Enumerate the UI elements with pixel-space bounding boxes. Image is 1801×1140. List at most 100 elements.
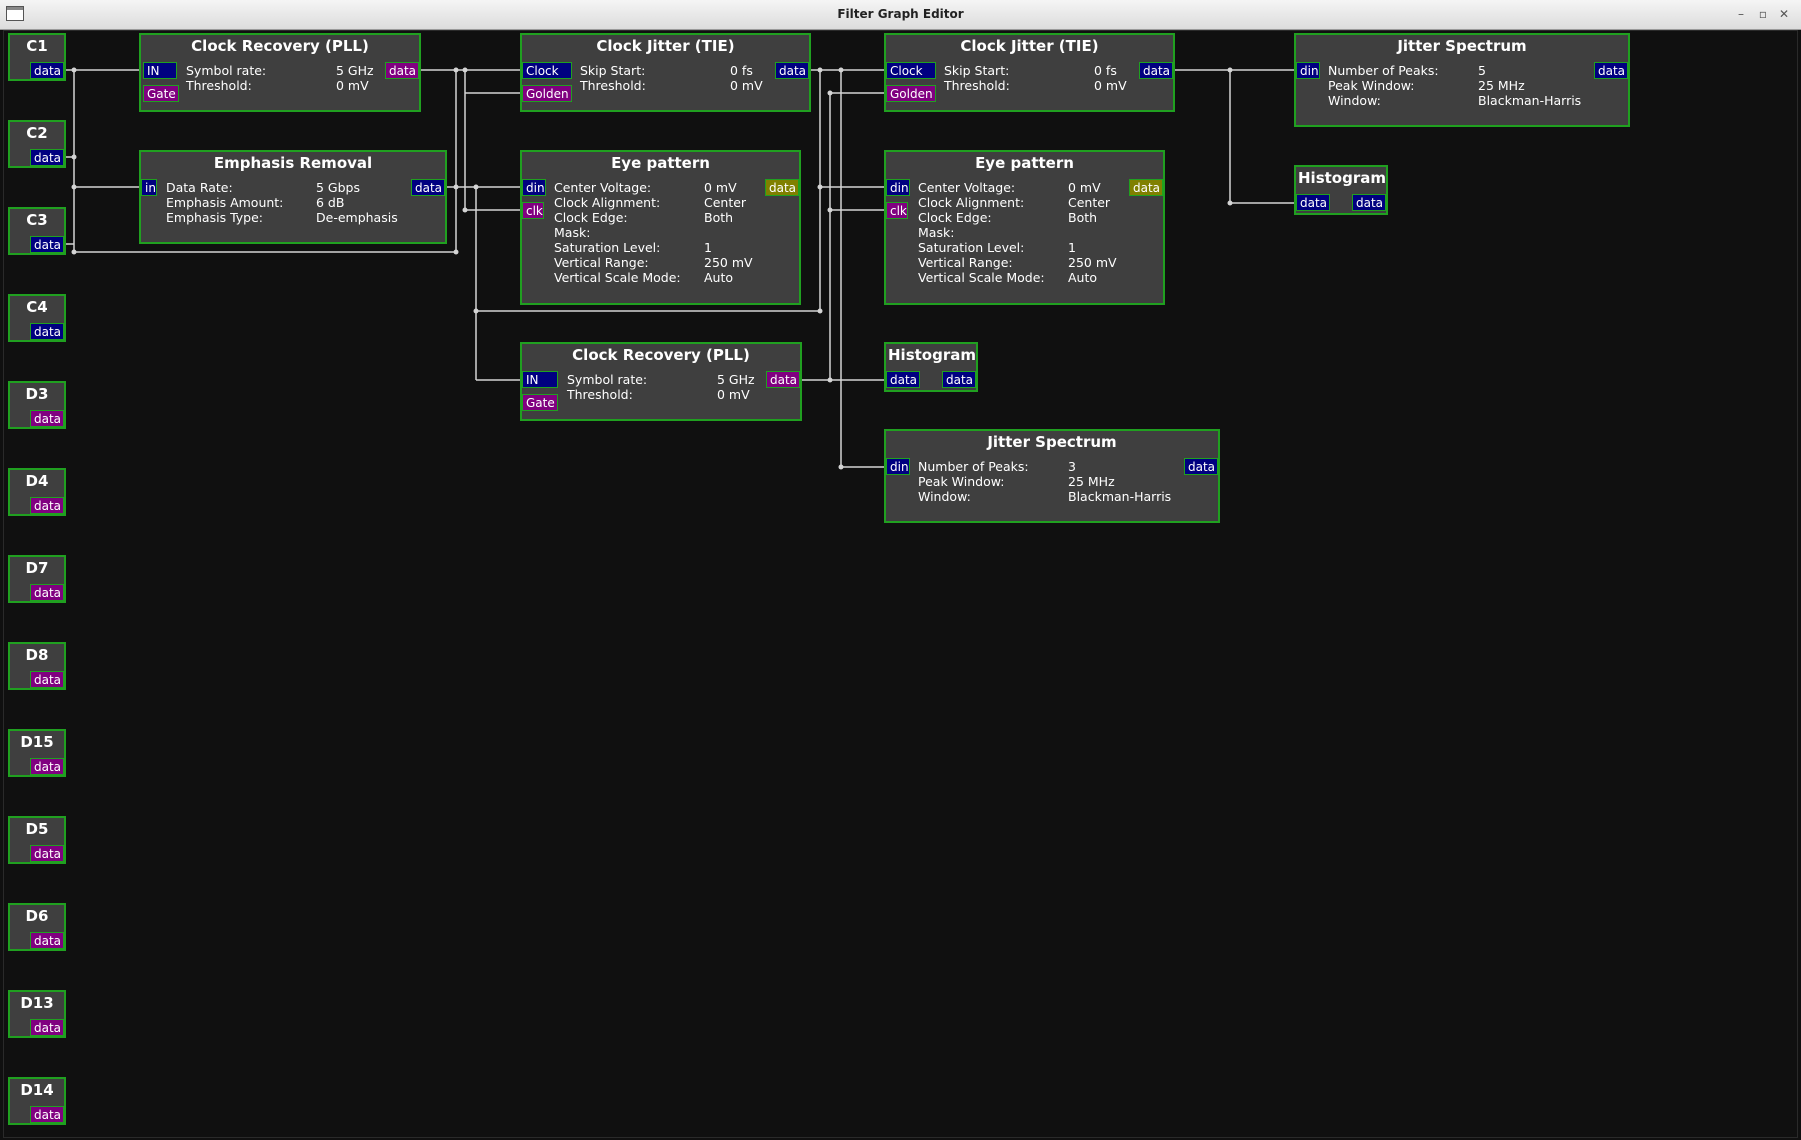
app-window-icon[interactable]	[6, 6, 24, 21]
clock-jitter-node[interactable]: Clock Jitter (TIE) Clock Golden data Ski…	[884, 33, 1175, 112]
param-row[interactable]: Threshold:0 mV	[944, 78, 1144, 93]
clock-port[interactable]: Clock	[522, 62, 572, 79]
data-output-port[interactable]: data	[1129, 179, 1163, 196]
param-row[interactable]: Mask:	[918, 225, 1138, 240]
param-row[interactable]: Clock Alignment:Center	[554, 195, 774, 210]
data-output-port[interactable]: data	[766, 371, 800, 388]
eye-pattern-node[interactable]: Eye pattern din clk data Center Voltage:…	[520, 150, 801, 305]
gate-port[interactable]: Gate	[522, 394, 558, 411]
param-row[interactable]: Data Rate:5 Gbps	[166, 180, 426, 195]
param-row[interactable]: Center Voltage:0 mV	[554, 180, 774, 195]
din-port[interactable]: din	[1296, 62, 1320, 79]
param-row[interactable]: Threshold:0 mV	[567, 387, 767, 402]
data-output-port[interactable]: data	[385, 62, 419, 79]
channel-output-port[interactable]: data	[30, 758, 64, 775]
clock-recovery-node[interactable]: Clock Recovery (PLL) IN Gate data Symbol…	[520, 342, 802, 421]
param-row[interactable]: Number of Peaks:5	[1328, 63, 1588, 78]
clock-jitter-node[interactable]: Clock Jitter (TIE) Clock Golden data Ski…	[520, 33, 811, 112]
histogram-node[interactable]: Histogram data data	[884, 342, 978, 392]
param-row[interactable]: Number of Peaks:3	[918, 459, 1178, 474]
channel-output-port[interactable]: data	[30, 584, 64, 601]
gate-port[interactable]: Gate	[143, 85, 179, 102]
in-port[interactable]: IN	[143, 62, 177, 79]
param-row[interactable]: Symbol rate:5 GHz	[186, 63, 386, 78]
minimize-icon[interactable]: –	[1738, 7, 1744, 21]
param-row[interactable]: Saturation Level:1	[554, 240, 774, 255]
channel-output-port[interactable]: data	[30, 410, 64, 427]
data-input-port[interactable]: data	[1296, 194, 1330, 211]
param-row[interactable]: Threshold:0 mV	[580, 78, 780, 93]
channel-output-port[interactable]: data	[30, 845, 64, 862]
channel-output-port[interactable]: data	[30, 671, 64, 688]
din-port[interactable]: din	[886, 179, 910, 196]
param-row[interactable]: Saturation Level:1	[918, 240, 1138, 255]
close-icon[interactable]: ✕	[1778, 7, 1790, 21]
param-row[interactable]: Emphasis Amount:6 dB	[166, 195, 426, 210]
channel-output-port[interactable]: data	[30, 62, 64, 79]
param-row[interactable]: Vertical Scale Mode:Auto	[554, 270, 774, 285]
din-port[interactable]: din	[886, 458, 910, 475]
maximize-icon[interactable]: ▫	[1758, 7, 1768, 21]
data-output-port[interactable]: data	[411, 179, 445, 196]
eye-pattern-node[interactable]: Eye pattern din clk data Center Voltage:…	[884, 150, 1165, 305]
param-row[interactable]: Window:Blackman-Harris	[1328, 93, 1588, 108]
data-output-port[interactable]: data	[1594, 62, 1628, 79]
param-row[interactable]: Vertical Range:250 mV	[918, 255, 1138, 270]
jitter-spectrum-node[interactable]: Jitter Spectrum din data Number of Peaks…	[1294, 33, 1630, 127]
data-output-port[interactable]: data	[1184, 458, 1218, 475]
channel-output-port[interactable]: data	[30, 1106, 64, 1123]
data-output-port[interactable]: data	[1139, 62, 1173, 79]
param-row[interactable]: Clock Edge:Both	[918, 210, 1138, 225]
param-row[interactable]: Clock Alignment:Center	[918, 195, 1138, 210]
param-row[interactable]: Clock Edge:Both	[554, 210, 774, 225]
data-output-port[interactable]: data	[775, 62, 809, 79]
param-row[interactable]: Skip Start:0 fs	[580, 63, 780, 78]
emphasis-removal-node[interactable]: Emphasis Removal in data Data Rate:5 Gbp…	[139, 150, 447, 244]
channel-output-port[interactable]: data	[30, 323, 64, 340]
in-port[interactable]: in	[141, 179, 157, 196]
clock-recovery-node[interactable]: Clock Recovery (PLL) IN Gate data Symbol…	[139, 33, 421, 112]
param-row[interactable]: Vertical Scale Mode:Auto	[918, 270, 1138, 285]
data-output-port[interactable]: data	[1352, 194, 1386, 211]
clock-port[interactable]: Clock	[886, 62, 936, 79]
clk-port[interactable]: clk	[522, 202, 544, 219]
channel-output-port[interactable]: data	[30, 149, 64, 166]
param-row[interactable]: Symbol rate:5 GHz	[567, 372, 767, 387]
param-row[interactable]: Peak Window:25 MHz	[1328, 78, 1588, 93]
data-output-port[interactable]: data	[765, 179, 799, 196]
param-row[interactable]: Skip Start:0 fs	[944, 63, 1144, 78]
param-row[interactable]: Vertical Range:250 mV	[554, 255, 774, 270]
histogram-node[interactable]: Histogram data data	[1294, 165, 1388, 215]
golden-port[interactable]: Golden	[886, 85, 936, 102]
jitter-spectrum-node[interactable]: Jitter Spectrum din data Number of Peaks…	[884, 429, 1220, 523]
data-output-port[interactable]: data	[942, 371, 976, 388]
channel-output-port[interactable]: data	[30, 932, 64, 949]
param-row[interactable]: Mask:	[554, 225, 774, 240]
param-row[interactable]: Threshold:0 mV	[186, 78, 386, 93]
channel-output-port[interactable]: data	[30, 236, 64, 253]
golden-port[interactable]: Golden	[522, 85, 572, 102]
channel-output-port[interactable]: data	[30, 497, 64, 514]
din-port[interactable]: din	[522, 179, 546, 196]
param-row[interactable]: Window:Blackman-Harris	[918, 489, 1178, 504]
param-row[interactable]: Center Voltage:0 mV	[918, 180, 1138, 195]
channel-output-port[interactable]: data	[30, 1019, 64, 1036]
data-input-port[interactable]: data	[886, 371, 920, 388]
param-row[interactable]: Peak Window:25 MHz	[918, 474, 1178, 489]
in-port[interactable]: IN	[522, 371, 558, 388]
clk-port[interactable]: clk	[886, 202, 908, 219]
param-row[interactable]: Emphasis Type:De-emphasis	[166, 210, 426, 225]
